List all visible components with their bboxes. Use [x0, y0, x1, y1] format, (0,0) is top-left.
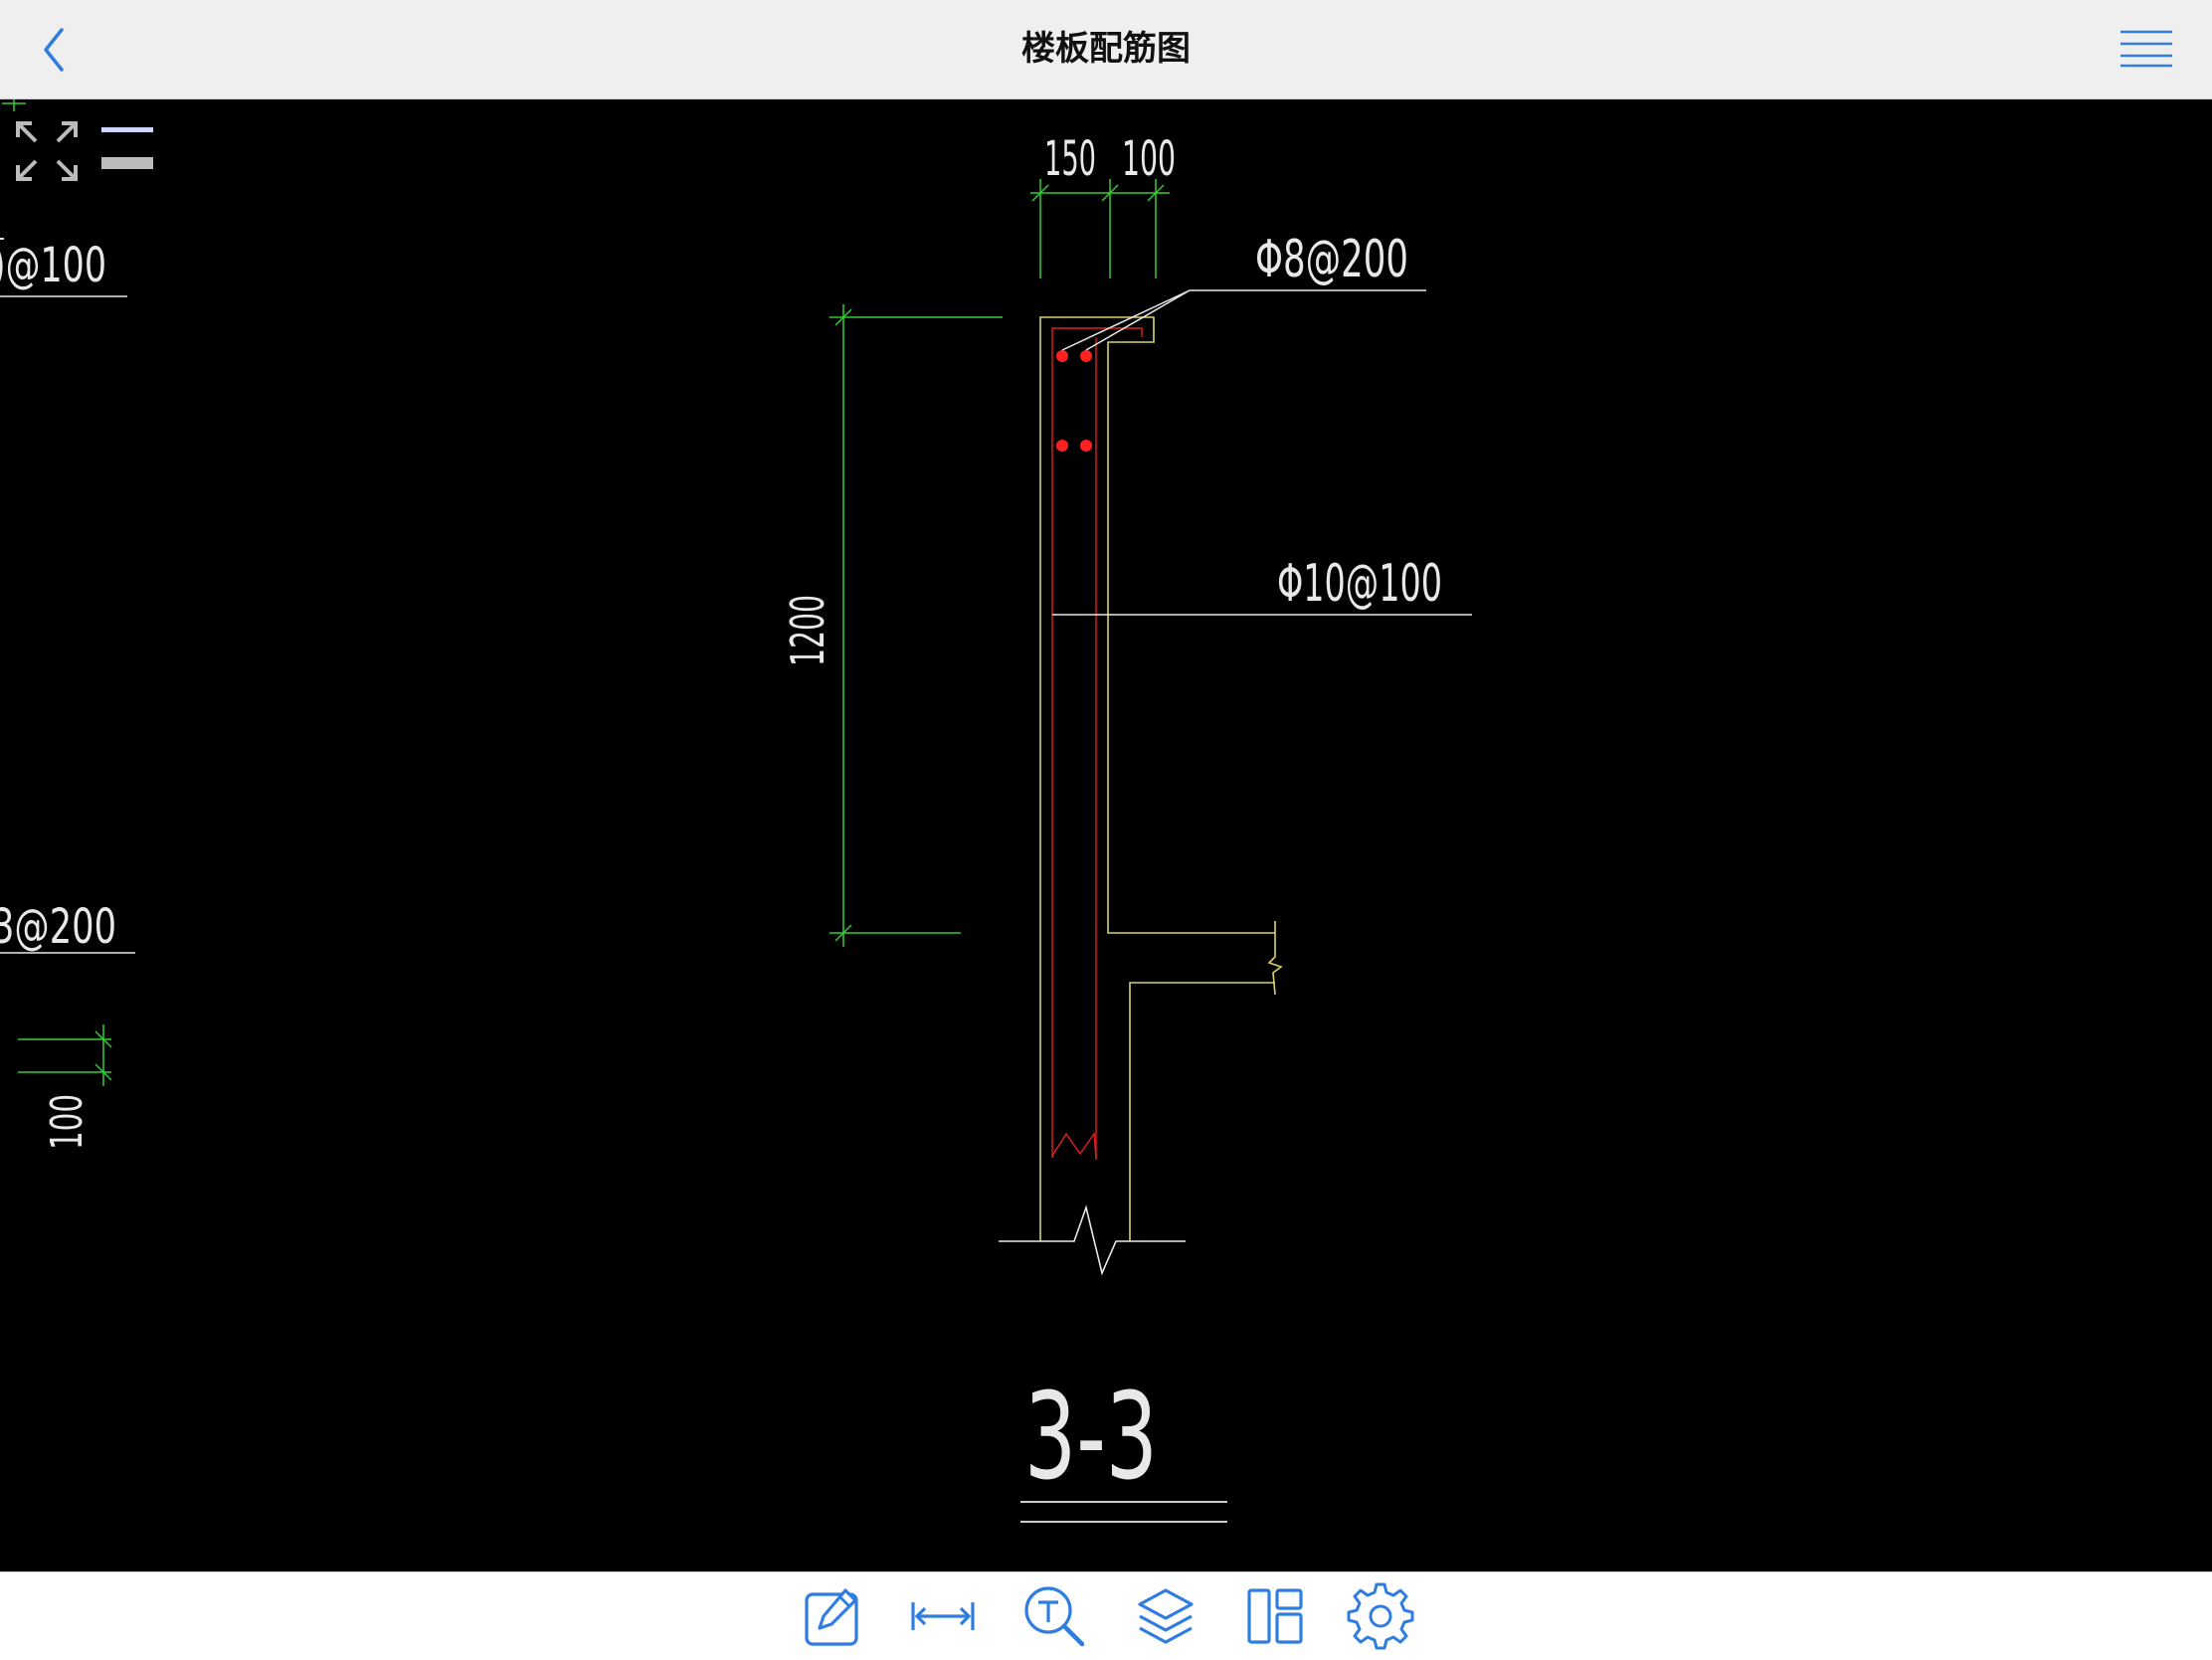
measure-tool-button[interactable]: [907, 1580, 979, 1652]
left-rebar-label-top: )@100: [0, 238, 106, 293]
layers-icon: [1138, 1588, 1194, 1644]
chevron-left-icon: [44, 28, 64, 72]
text-search-tool-button[interactable]: [1018, 1580, 1090, 1652]
height-dimension: 1200: [781, 304, 1003, 947]
measure-icon: [911, 1602, 975, 1630]
height-dimension-label: 1200: [781, 595, 834, 666]
layout-tool-button[interactable]: [1239, 1580, 1311, 1652]
left-rebar-label-bottom: 3@200: [0, 899, 116, 955]
rebar-leaders: [1052, 289, 1472, 616]
hamburger-menu-icon: [2120, 30, 2172, 68]
layers-tool-button[interactable]: [1130, 1580, 1201, 1652]
line-weight-toggle-icon[interactable]: [101, 127, 153, 169]
page-title: 楼板配筋图: [1021, 29, 1191, 69]
top-dimension: 150 100: [1030, 131, 1176, 278]
bottom-toolbar: [0, 1571, 2212, 1660]
break-line: [999, 1204, 1186, 1276]
left-dimension-label: 100: [42, 1094, 92, 1150]
fullscreen-toggle-icon[interactable]: [10, 117, 82, 185]
left-partial-drawing: )@100 3@200 100: [0, 99, 135, 1150]
annotate-tool-button[interactable]: [796, 1580, 867, 1652]
cad-drawing-canvas[interactable]: )@100 3@200 100 150 100: [0, 99, 2212, 1571]
reinforcement-bars: [1051, 327, 1143, 1160]
settings-icon: [1347, 1582, 1414, 1650]
top-dimension-label-1: 150: [1044, 131, 1096, 187]
menu-button[interactable]: [2115, 24, 2178, 76]
parapet-wall-outline: [1039, 316, 1283, 1241]
section-label: 3-3: [1024, 1369, 1158, 1507]
back-button[interactable]: [30, 22, 90, 78]
top-dimension-label-2: 100: [1122, 131, 1176, 187]
rebar-label-top: Φ8@200: [1255, 230, 1408, 289]
pencil-icon: [805, 1588, 858, 1646]
rebar-dots: [1056, 350, 1092, 452]
rebar-label-main: Φ10@100: [1277, 554, 1442, 614]
cad-drawing: )@100 3@200 100 150 100: [0, 99, 1472, 1523]
layout-icon: [1247, 1588, 1303, 1644]
text-search-icon: [1024, 1586, 1085, 1647]
settings-tool-button[interactable]: [1345, 1580, 1416, 1652]
navigation-bar: 楼板配筋图: [0, 0, 2212, 99]
